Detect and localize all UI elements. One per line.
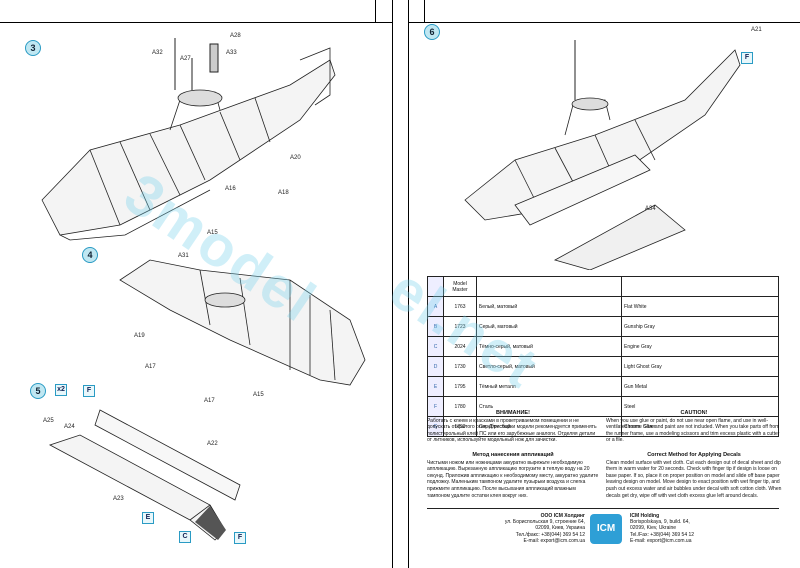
color-name-en: Light Ghost Gray [621,356,779,377]
footer-ru-line: ООО ICM Холдинг [540,513,585,519]
step-4-submarine-drawing [119,259,366,386]
footer-en-line: E-mail: export@icm.com.ua [630,537,692,544]
footer-ru-address: ООО ICM Холдинг ул. Бориспольская 9, стр… [470,513,585,544]
color-callout-f: F [83,385,95,397]
ru-decals-text: Чистыми ножом или ножницами аккуратно вы… [427,459,599,499]
header-ru [476,276,622,297]
part-label-a15b: A15 [253,392,264,398]
footer-en-address: ICM Holding Borispolskaya, 9, build. 64,… [630,513,780,544]
part-label-a16: A16 [225,186,236,192]
left-trim-mark [375,0,376,22]
color-name-en: Engine Gray [621,336,779,357]
color-code: A [427,296,444,317]
part-label-a15: A15 [207,230,218,236]
table-row: F 1780 Сталь Steel [427,396,779,417]
color-name-en: Flat White [621,296,779,317]
color-code: D [427,356,444,377]
header-en [621,276,779,297]
part-label-a22: A22 [207,441,218,447]
step-3-submarine-drawing [41,38,336,241]
footer-en-line: Tel./Fax: +38(044) 369 54 12 [630,531,695,538]
part-label-a18: A18 [278,190,289,196]
part-label-a32: A32 [152,50,163,56]
paint-table-header: Model Master [427,276,779,297]
footer-ru-line: ул. Бориспольская 9, строение 64, [504,519,585,526]
part-label-a33: A33 [226,50,237,56]
footer-ru-line: E-mail: export@icm.com.ua [523,537,585,544]
step-6-submarine-drawing [464,40,741,270]
part-label-a31: A31 [178,253,189,259]
part-label-a20: A20 [290,155,301,161]
part-label-a27: A27 [180,56,191,62]
en-decals-text: Clean model surface with wet cloth. Cut … [606,459,782,499]
paint-color-table: Model Master A 1763 Белый, матовый Flat … [427,276,779,437]
quantity-x2-badge: x2 [55,384,67,396]
part-label-a17: A17 [145,364,156,370]
part-label-a24: A24 [64,424,75,430]
step-5-marker: 5 [30,383,46,399]
part-label-a34: A34 [645,206,656,212]
en-decals-block: Correct Method for Applying Decals Clean… [606,452,782,499]
left-trim-line [0,22,392,23]
color-name-ru: Серебристый [476,416,622,437]
color-callout-f-step6: F [741,52,753,64]
en-caution-text: When you use glue or paint, do not use n… [606,417,780,444]
part-label-a25: A25 [43,418,54,424]
color-name-en: Gunship Gray [621,316,779,337]
step-5-torpedo-drawing [48,409,241,541]
table-row: C 2024 Тёмно-серый, матовый Engine Gray [427,336,779,357]
color-name-en: Chrome Silver [621,416,779,437]
table-row: D 1730 Светло-серый, матовый Light Ghost… [427,356,779,377]
icm-logo: ICM [590,514,622,544]
color-callout-f2: F [234,532,246,544]
part-label-a19: A19 [134,333,145,339]
table-row: G 1790 Серебристый Chrome Silver [427,416,779,437]
part-label-a21: A21 [751,27,762,33]
en-decals-title: Correct Method for Applying Decals [647,452,741,458]
footer-en-line: 02099, Kiev, Ukraine [630,525,677,532]
right-trim-mark [424,0,425,22]
footer-divider [427,508,779,509]
ru-decals-block: Метод нанесения аппликаций Чистыми ножом… [427,452,599,499]
en-caution-title: CAUTION! [680,410,708,416]
footer-ru-line: Тел./факс: +38(044) 369 54 12 [515,531,585,538]
color-callout-e: E [142,512,154,524]
step-3-marker: 3 [25,40,41,56]
footer-ru-line: 02099, Киев, Украина [535,525,585,532]
ru-warning-title: ВНИМАНИЕ! [496,410,530,416]
ru-warning-text: Работать с клеем и красками в проветрива… [427,417,597,444]
ru-warning-block: ВНИМАНИЕ! Работать с клеем и красками в … [427,410,599,444]
page-edge-right [408,0,409,568]
color-callout-c: C [179,531,191,543]
part-label-a17b: A17 [204,398,215,404]
page-edge-left [392,0,393,568]
color-name-en: Gun Metal [621,376,779,397]
en-caution-block: CAUTION! When you use glue or paint, do … [606,410,782,444]
part-label-a28: A28 [230,33,241,39]
table-row: B 1723 Серый, матовый Gunship Gray [427,316,779,337]
color-code: E [427,376,444,397]
color-number: 1795 [443,376,477,397]
footer-en-line: Borispolskaya, 9, build. 64, [630,519,690,526]
ru-decals-title: Метод нанесения аппликаций [472,452,554,458]
right-trim-line [408,22,800,23]
step-6-marker: 6 [424,24,440,40]
step-4-marker: 4 [82,247,98,263]
table-row: E 1795 Тёмный металл Gun Metal [427,376,779,397]
footer-en-line: ICM Holding [630,513,660,519]
part-label-a23: A23 [113,496,124,502]
